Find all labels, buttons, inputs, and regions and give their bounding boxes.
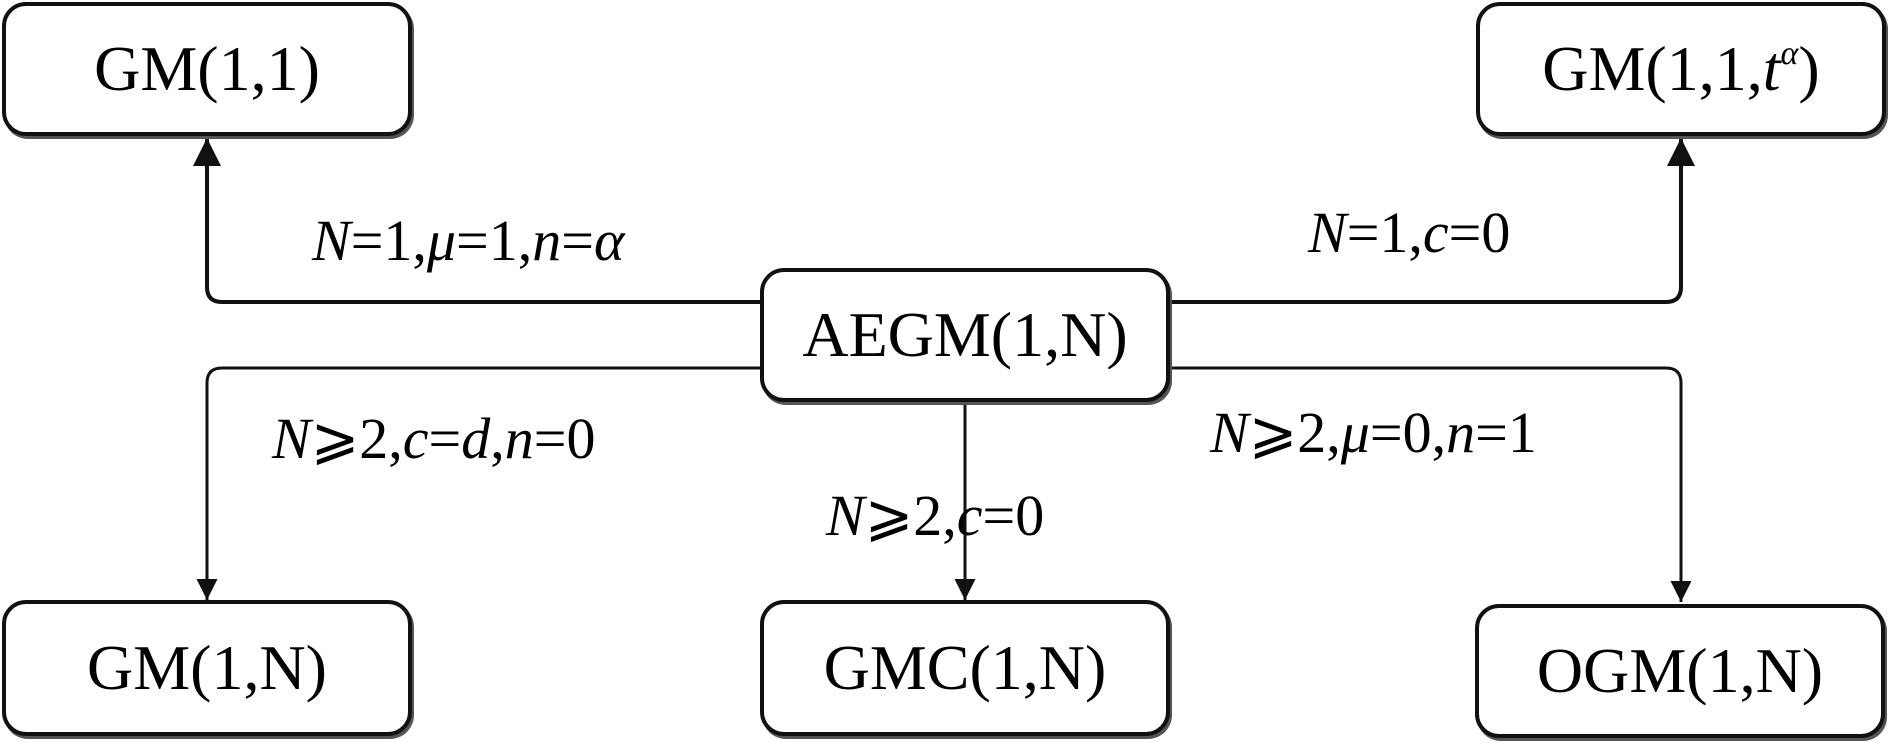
condition-token: =0	[1448, 200, 1511, 265]
node-gmc1n-label: GMC(1,N)	[823, 632, 1107, 703]
condition-token: N	[1210, 400, 1249, 465]
condition-token: μ	[426, 208, 457, 273]
condition-token: ,	[490, 406, 505, 471]
condition-token: ⩾2,	[310, 406, 403, 471]
condition-token: μ	[1340, 400, 1370, 465]
node-ogm1n: OGM(1,N)	[1475, 604, 1885, 738]
node-gm11: GM(1,1)	[2, 2, 412, 136]
edge-aegm-to-gm1n	[196, 366, 760, 600]
condition-token: =	[428, 406, 462, 471]
condition-token: N	[312, 208, 351, 273]
edge-label-gm11: N=1,μ=1,n=α	[312, 212, 624, 270]
condition-token: =1,	[1346, 200, 1423, 265]
condition-token: ⩾2,	[864, 483, 957, 548]
node-gm1n: GM(1,N)	[2, 600, 412, 736]
condition-token: =1,	[350, 208, 427, 273]
edge-aegm-to-gm11	[193, 138, 760, 304]
condition-token: α	[593, 208, 625, 273]
condition-token: =1,	[456, 208, 533, 273]
condition-token: =0	[982, 483, 1045, 548]
condition-token: c	[956, 483, 983, 548]
condition-token: N	[1308, 200, 1347, 265]
condition-token: c	[402, 406, 429, 471]
condition-token: n	[1446, 400, 1476, 465]
edge-label-ogm1n: N⩾2,μ=0,n=1	[1210, 404, 1537, 462]
condition-token: =0	[533, 406, 596, 471]
condition-token: d	[461, 406, 491, 471]
node-ogm1n-label: OGM(1,N)	[1536, 635, 1824, 706]
condition-token: N	[272, 406, 311, 471]
condition-token: =	[561, 208, 594, 273]
node-aegm-label: AEGM(1,N)	[802, 299, 1128, 370]
edge-label-gm11ta: N=1,c=0	[1308, 204, 1510, 262]
condition-token: c	[1422, 200, 1449, 265]
condition-token: =1	[1475, 400, 1537, 465]
condition-token: n	[532, 208, 562, 273]
edge-label-gm1n: N⩾2,c=d,n=0	[272, 410, 595, 468]
condition-token: n	[504, 406, 534, 471]
edge-label-gmc1n: N⩾2,c=0	[826, 487, 1044, 545]
condition-token: N	[826, 483, 865, 548]
node-gmc1n: GMC(1,N)	[760, 600, 1170, 736]
node-aegm: AEGM(1,N)	[760, 268, 1170, 402]
node-gm11ta: GM(1,1,tα)	[1476, 2, 1886, 136]
node-gm11ta-label: GM(1,1,tα)	[1542, 33, 1820, 104]
edge-aegm-to-gm11ta	[1168, 138, 1695, 304]
condition-token: ⩾2,	[1248, 400, 1341, 465]
node-gm1n-label: GM(1,N)	[87, 632, 327, 703]
edge-aegm-to-ogm1n	[1168, 366, 1692, 602]
node-gm11-label: GM(1,1)	[94, 33, 320, 104]
condition-token: =0,	[1369, 400, 1447, 465]
